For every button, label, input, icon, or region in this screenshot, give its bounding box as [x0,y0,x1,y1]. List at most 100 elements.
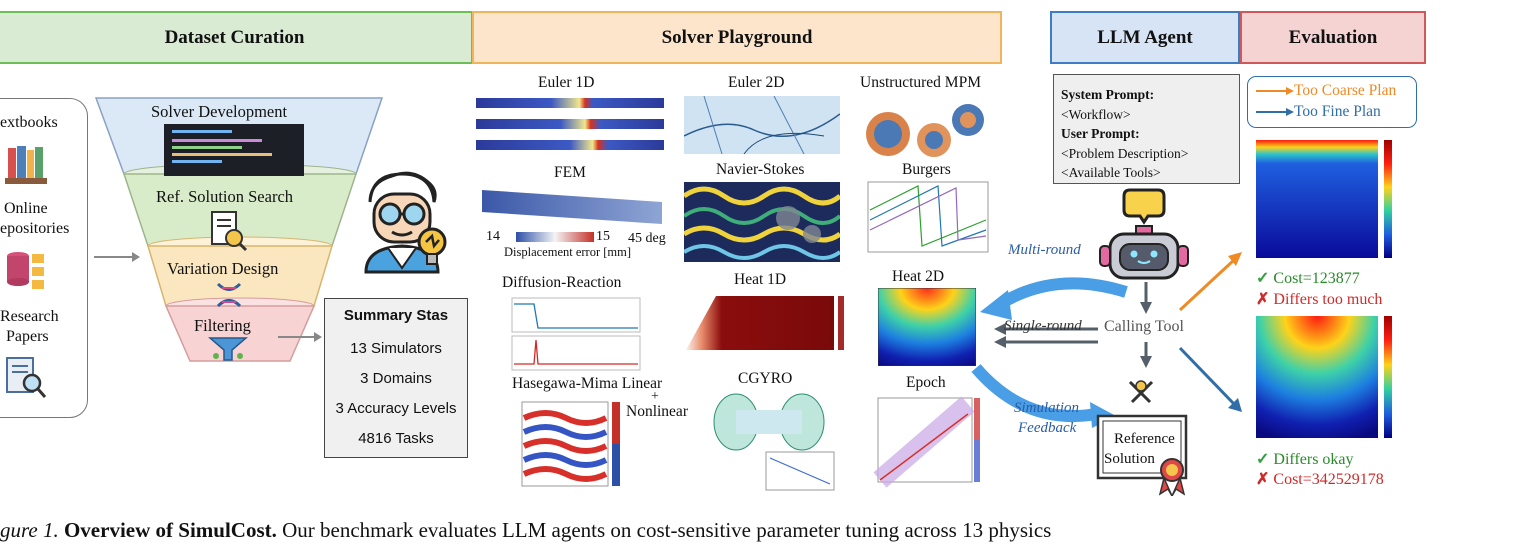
swords-icon [1128,380,1154,404]
hasegawa-thumbnail [521,401,620,487]
check-icon: ✓ [1256,451,1270,468]
solution-label: Solution [1104,451,1155,467]
summary-accuracy-levels: 3 Accuracy Levels [335,400,457,417]
fem-degree-label: 45 deg [628,231,666,246]
coarse-result-heatmap [1256,140,1392,258]
solver-cgyro-label: CGYRO [738,370,793,387]
fem-colorbar [516,232,594,242]
solver-heat2d-label: Heat 2D [892,268,945,285]
paper-search-icon [6,357,47,398]
caption-bold: Overview of SimulCost. [63,518,277,542]
source-textbooks-label: extbooks [0,114,58,131]
solver-euler1d-label: Euler 1D [538,74,595,91]
summary-title: Summary Stas [343,307,449,324]
summary-simulators: 13 Simulators [350,340,442,357]
euler1d-thumbnail [476,96,664,154]
heat2d-thumbnail [878,288,976,366]
cross-icon: ✗ [1256,291,1270,308]
cgyro-thumbnail [713,393,835,491]
header-dataset-label: Dataset Curation [164,26,305,48]
solver-heat1d-label: Heat 1D [734,271,787,288]
source-research-label: Research [0,308,59,325]
fem-min-value: 14 [486,229,500,244]
header-solver-playground: Solver Playground [472,11,1002,64]
problem-description-placeholder: <Problem Description> [1061,145,1189,161]
mpm-thumbnail [866,104,984,157]
legend-too-fine: Too Fine Plan [1294,103,1381,120]
sources-panel [0,98,88,418]
prompt-box: System Prompt: <Workflow> User Prompt: <… [1053,74,1240,184]
dna-icon [216,282,242,308]
fine-cost-value: Cost=342529178 [1273,471,1384,488]
scientist-icon [364,171,447,274]
fem-thumbnail [482,190,662,224]
header-evaluation-label: Evaluation [1288,26,1378,48]
feedback-label: Feedback [1018,420,1077,436]
filter-icon [208,337,248,361]
fem-axis-label: Displacement error [mm] [504,245,632,259]
funnel-stage-filtering: Filtering [194,316,251,335]
check-icon: ✓ [1256,270,1270,287]
system-prompt-label: System Prompt: [1061,87,1155,102]
header-evaluation: Evaluation [1240,11,1426,64]
coarse-cost-value: Cost=123877 [1273,270,1360,287]
caption-text: Our benchmark evaluates LLM agents on co… [276,518,1052,542]
workflow-placeholder: <Workflow> [1061,106,1131,122]
header-agent-label: LLM Agent [1097,26,1193,48]
diffusion-reaction-thumbnail [511,297,641,371]
fine-diff-text: Differs okay [1273,451,1354,468]
solver-mpm-label: Unstructured MPM [860,74,981,91]
legend-blue-arrow-icon [1256,108,1294,116]
header-llm-agent: LLM Agent [1050,11,1240,64]
solver-hasegawa-label: Hasegawa-Mima Linear [512,375,663,392]
simulation-label: Simulation [1014,400,1080,416]
available-tools-placeholder: <Available Tools> [1061,165,1161,180]
calling-tool-label: Calling Tool [1104,318,1184,335]
fine-result-heatmap [1256,316,1392,438]
code-editor-thumbnail [164,124,304,176]
navier-stokes-thumbnail [684,182,840,262]
source-online-label: Online [4,200,48,217]
source-repositories-label: epositories [0,220,70,237]
hasegawa-plus: + [651,389,659,404]
summary-domains: 3 Domains [360,370,432,387]
solver-burgers-label: Burgers [902,161,951,178]
coarse-diff-text: Differs too much [1273,291,1383,308]
fine-diff: ✓ Differs okay [1256,449,1354,469]
reference-label: Reference [1114,431,1175,447]
solver-diffusion-label: Diffusion-Reaction [502,274,622,291]
figure-caption: gure 1. Overview of SimulCost. Our bench… [0,518,1051,543]
legend-orange-arrow-icon [1256,87,1294,95]
single-round-label: Single-round [1004,318,1082,334]
solver-epoch-label: Epoch [906,374,946,391]
solver-nonlinear-label: Nonlinear [626,403,688,420]
burgers-thumbnail [867,181,989,253]
source-papers-label: Papers [6,328,49,345]
fine-cost: ✗ Cost=342529178 [1256,469,1384,489]
header-dataset-curation: Dataset Curation [0,11,473,64]
summary-tasks: 4816 Tasks [358,430,434,447]
document-check-icon [211,211,248,252]
solver-fem-label: FEM [554,164,586,181]
user-prompt-label: User Prompt: [1061,126,1140,141]
caption-prefix: gure 1. [0,518,59,542]
agent-flow-arrows [971,252,1242,428]
summary-stats-box: Summary Stas 13 Simulators 3 Domains 3 A… [324,298,468,458]
eval-legend [1247,76,1417,128]
certificate-icon [1096,414,1188,496]
database-icon [7,252,44,289]
cross-icon: ✗ [1256,471,1270,488]
funnel-stage-ref-solution: Ref. Solution Search [156,187,294,206]
heat1d-thumbnail [684,296,844,350]
solver-navier-label: Navier-Stokes [716,161,805,178]
multi-round-label: Multi-round [1008,242,1081,258]
legend-too-coarse: Too Coarse Plan [1294,82,1397,99]
coarse-diff: ✗ Differs too much [1256,289,1382,309]
books-icon [5,146,47,184]
fem-max-value: 15 [596,229,610,244]
coarse-cost: ✓ Cost=123877 [1256,268,1360,288]
funnel-stage-solver-development: Solver Development [151,102,288,121]
robot-agent-icon [1099,188,1189,280]
header-solver-label: Solver Playground [661,26,813,48]
euler2d-thumbnail [684,96,840,154]
